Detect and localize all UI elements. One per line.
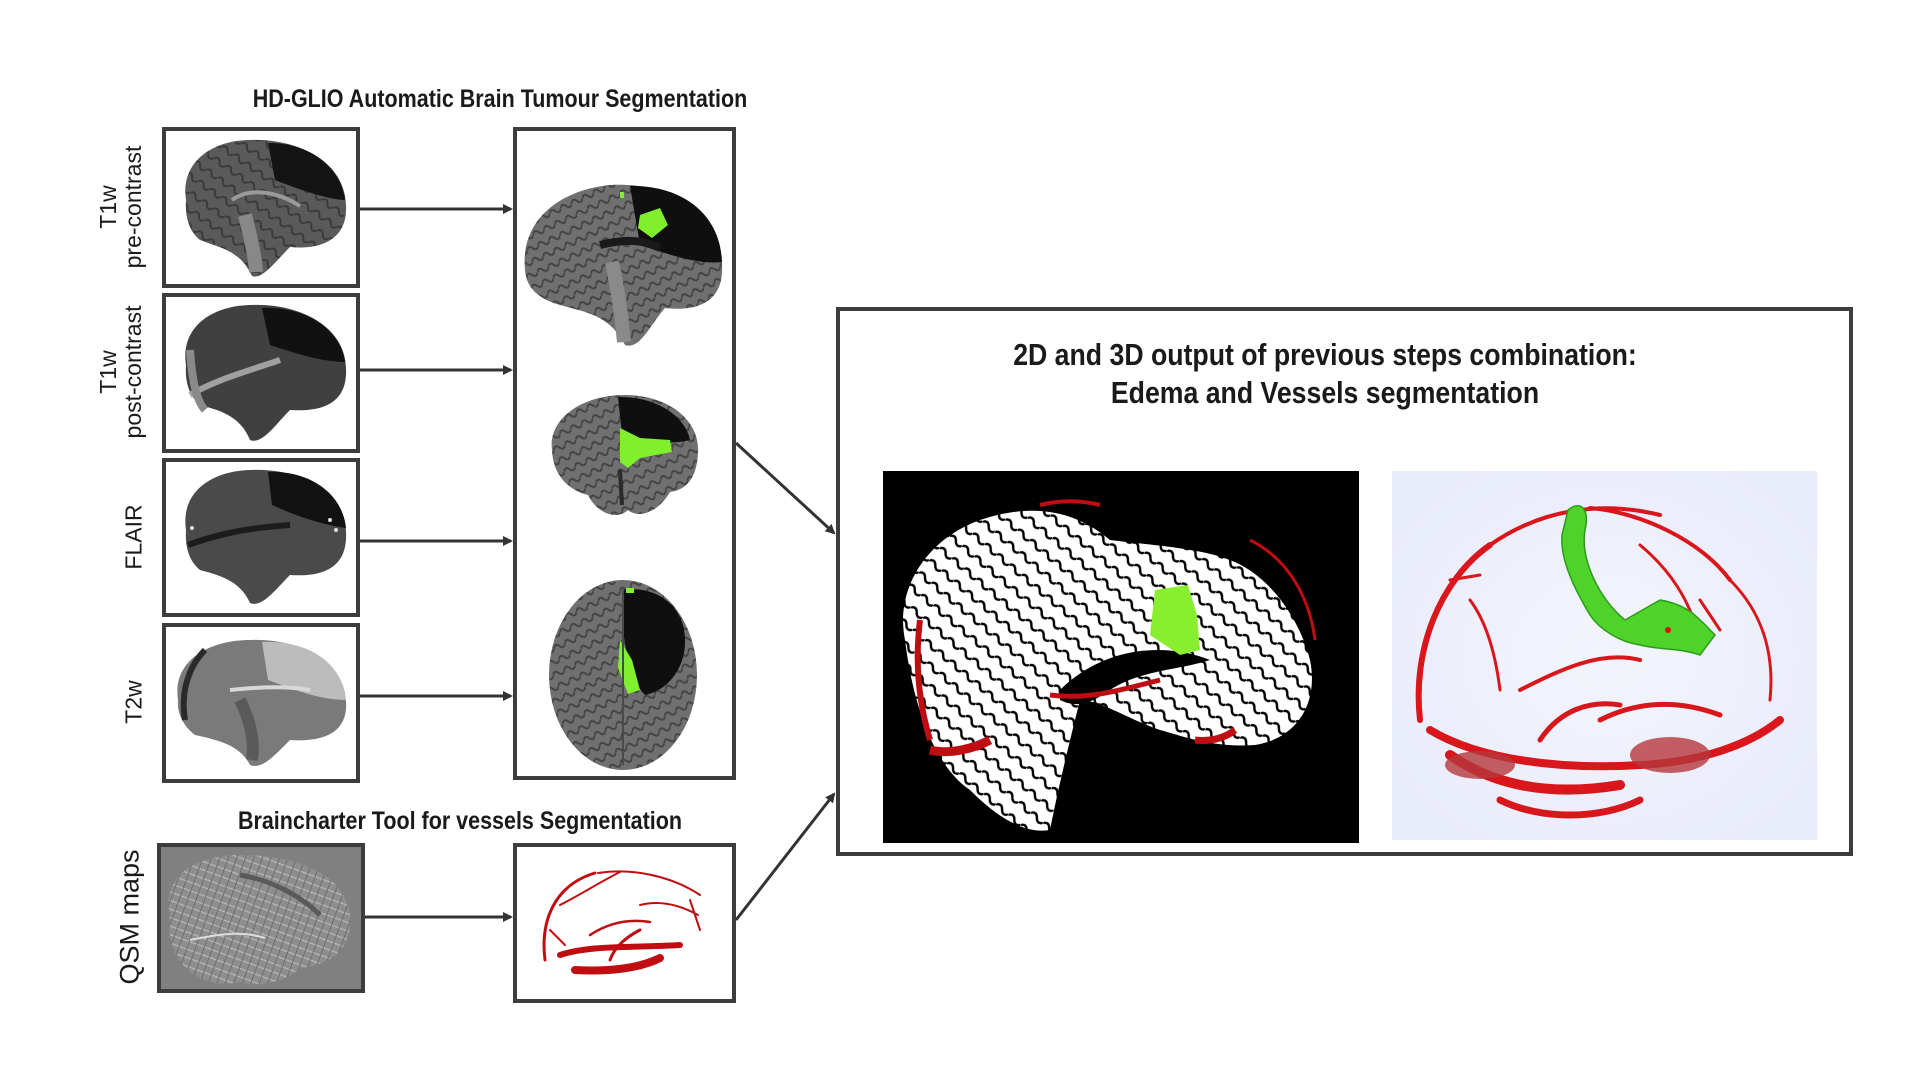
combined-3d-panel — [1392, 471, 1817, 840]
combined-2d-panel — [883, 471, 1359, 843]
vessel-segmentation-image — [542, 870, 701, 975]
vessel-segmentation-title: Braincharter Tool for vessels Segmentati… — [237, 807, 683, 835]
combined-output-title-line2: Edema and Vessels segmentation — [1110, 375, 1540, 410]
arrow-tumour-to-combined — [734, 441, 836, 535]
tumour-output-axial-image — [549, 580, 697, 770]
qsm-map-image — [168, 855, 351, 985]
mri-t2w-image — [177, 639, 347, 766]
mri-flair-image — [185, 469, 347, 604]
tumour-output-coronal-image — [551, 395, 699, 515]
arrows — [360, 204, 836, 922]
vessel-output-frame — [513, 843, 736, 1003]
combined-output-title-line1: 2D and 3D output of previous steps combi… — [1013, 337, 1637, 372]
tumour-segmentation-title: HD-GLIO Automatic Brain Tumour Segmentat… — [252, 85, 748, 113]
arrow-vessels-to-combined — [734, 792, 836, 921]
combined-output-frame — [836, 307, 1853, 856]
mri-t1w-pre-contrast-image — [185, 139, 347, 277]
tumour-output-sagittal-image — [524, 184, 723, 346]
mri-t1w-post-contrast-image — [185, 304, 347, 441]
